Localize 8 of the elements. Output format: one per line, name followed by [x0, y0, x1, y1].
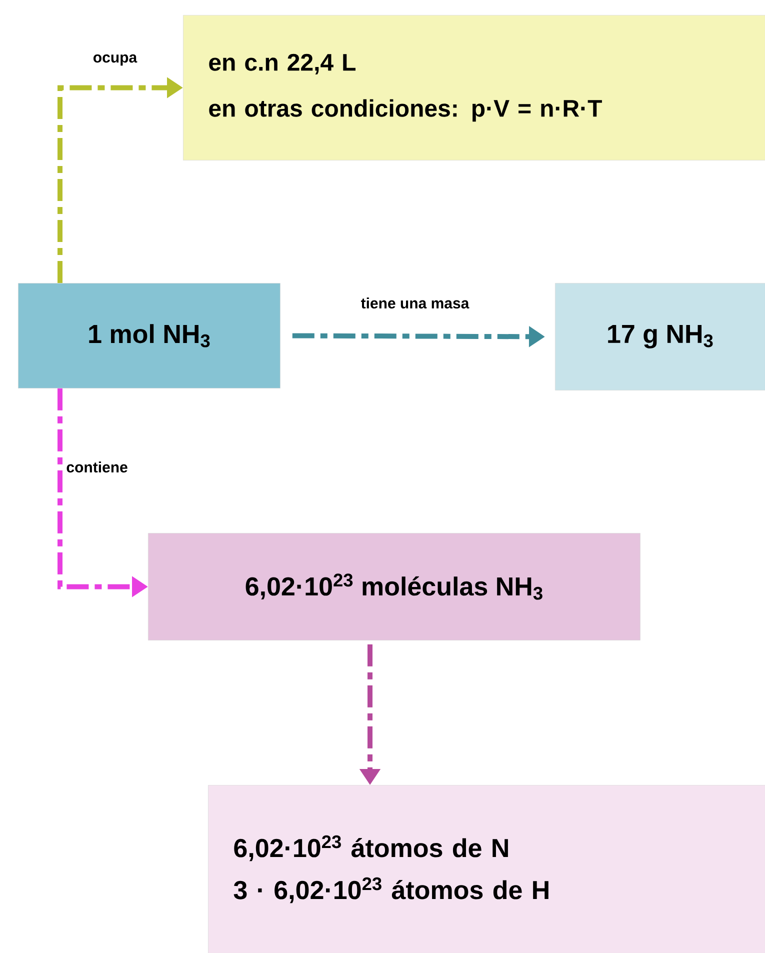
concept-box: 17 g NH$_{3}$ [555, 283, 765, 390]
edge-label: tiene una masa [358, 296, 472, 311]
edge-label: ocupa [90, 52, 140, 68]
edge-label: contiene [64, 460, 130, 475]
concept-box: 6,02·10$^{23}$ moléculas NH$_{3}$ [148, 533, 640, 640]
concept-box: 6,02·10$^{23}$ átomos de N 3 · 6,02·10$^{23}$ átomos de H [208, 785, 765, 953]
concept-box: en c.n 22,4 L en otras condiciones: p·V = n·R·T [183, 15, 765, 160]
concept-box: 1 mol NH$_{3}$ [18, 283, 280, 388]
